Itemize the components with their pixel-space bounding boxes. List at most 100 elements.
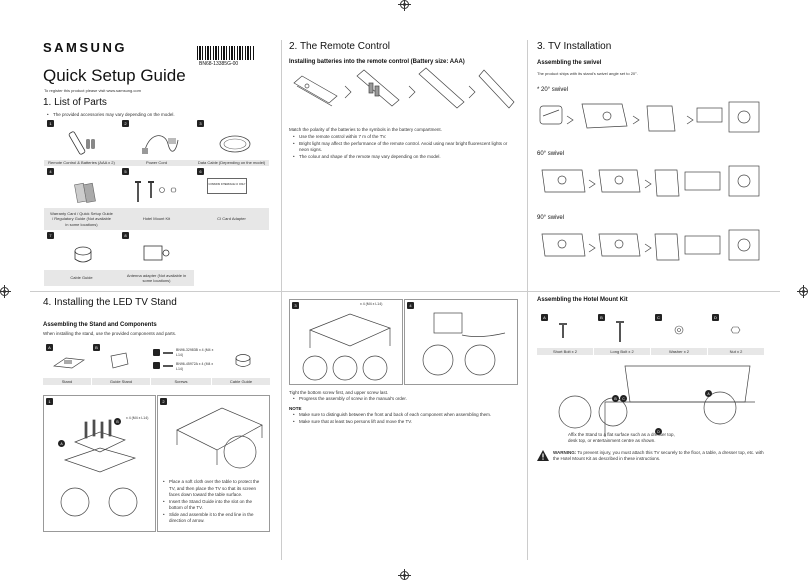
section4-heading: 4. Installing the LED TV Stand — [43, 297, 177, 308]
step1-badge-b: B — [114, 418, 121, 425]
screw-spec-2: BN96-45972A x 4 (M4 x L14) — [176, 362, 214, 371]
part-number-8: 8 — [122, 232, 129, 239]
part-label-8: Antenna adapter (Not available in some l… — [119, 270, 194, 286]
guide-stand-icon — [110, 352, 129, 369]
section2-subheading: Installing batteries into the remote con… — [289, 59, 465, 65]
fold-line-vertical-1 — [281, 40, 282, 560]
part-number-3: 3 — [197, 120, 204, 127]
section4-subheading: Assembling the Stand and Components — [43, 322, 157, 328]
hotel-badge-d: D — [655, 428, 662, 435]
warning-icon — [537, 450, 549, 461]
barcode — [197, 46, 255, 60]
part-number-5: 5 — [122, 168, 129, 175]
hotel-kit-letter-c: C — [655, 314, 662, 321]
step3-screw-spec: x 4 (M4 x L14) — [360, 302, 383, 306]
section3-note: The product ships with its stand's swive… — [537, 71, 638, 76]
hotel-badge-c: C — [620, 395, 627, 402]
part-label-4: Warranty Card / Quick Setup Guide / Regu… — [44, 208, 119, 230]
hotel-badge-b: B — [612, 395, 619, 402]
hotel-badge-a: A — [705, 390, 712, 397]
screw-spec-1: BN96-32983B x 4 (M4 x L14) — [176, 348, 214, 357]
hotel-kit-label-short-bolt: Short Bolt x 2 — [537, 348, 593, 355]
hotel-kit-heading: Assembling the Hotel Mount Kit — [537, 297, 628, 303]
step2-bullets: Place a soft cloth over the table to pro… — [163, 479, 267, 525]
part-number-1: 1 — [47, 120, 54, 127]
hotel-kit-letter-d: D — [712, 314, 719, 321]
part-number-2: 2 — [122, 120, 129, 127]
data-cable-icon — [219, 135, 251, 153]
step3-number: 3 — [292, 302, 299, 309]
warning-text: WARNING: To prevent injury, you must att… — [553, 450, 764, 462]
component-label-guide-stand: Guide Stand — [92, 378, 150, 385]
step4-number: 4 — [407, 302, 414, 309]
note-label: NOTE — [289, 406, 302, 411]
hotel-kit-parts-icons — [559, 321, 741, 342]
step1-number: 1 — [46, 398, 53, 405]
registration-mark-top — [398, 0, 411, 11]
screw-tag-2 — [153, 362, 160, 369]
step3-text: Tight the bottom screw first, and upper … — [289, 390, 389, 395]
part-label-1: Remote Control & Batteries (AAA x 2) — [44, 160, 119, 166]
hotel-mount-illustration — [558, 365, 755, 437]
page-title: Quick Setup Guide — [43, 66, 186, 85]
screw-tag-1 — [153, 349, 160, 356]
part-label-7: Cable Guide — [44, 270, 119, 286]
section2-heading: 2. The Remote Control — [289, 41, 390, 52]
battery-install-illustration — [293, 67, 515, 109]
register-note: To register this product please visit ww… — [44, 88, 141, 93]
section4-intro: When installing the stand, use the provi… — [43, 331, 177, 336]
registration-mark-right — [797, 285, 808, 298]
component-label-screws: Screws — [151, 378, 211, 385]
component-letter-a: A — [46, 344, 53, 351]
hotel-mount-screw-icon — [135, 181, 177, 202]
section3-subheading: Assembling the swivel — [537, 60, 602, 66]
remote-control-icon — [68, 131, 95, 155]
step1-illustration — [60, 419, 138, 517]
swivel-90-label: 90° swivel — [537, 215, 565, 221]
section2-bullets: Use the remote control within 7 m of the… — [293, 134, 515, 160]
part-number-4: 4 — [47, 168, 54, 175]
documents-icon — [74, 182, 96, 203]
cable-guide-icon — [74, 246, 92, 263]
swivel-60-label: 60° swivel — [537, 151, 565, 157]
model-code: BN68-13385G-00 — [199, 61, 239, 67]
swivel-90-illustration — [541, 229, 760, 261]
registration-mark-left — [0, 285, 11, 298]
part-label-6: CI Card Adapter — [194, 208, 269, 230]
part-number-7: 7 — [47, 232, 54, 239]
step1-panel — [43, 395, 156, 532]
section3-heading: 3. TV Installation — [537, 41, 612, 52]
cable-guide-component-icon — [235, 354, 251, 367]
hotel-kit-label-long-bolt: Long Bolt x 2 — [594, 348, 650, 355]
swivel-60-illustration — [541, 165, 760, 197]
step1-badge-a: A — [58, 440, 65, 447]
part-label-3: Data Cable (Depending on the model) — [194, 160, 269, 166]
step2-illustration — [176, 407, 263, 469]
antenna-adapter-icon — [143, 245, 170, 261]
section1-heading: 1. List of Parts — [43, 97, 107, 108]
part-number-6: 6 — [197, 168, 204, 175]
step3-illustration — [302, 313, 391, 381]
section1-note: The provided accessories may vary depend… — [47, 112, 267, 119]
step3-bullet: Progress the assembly of screw in the ma… — [293, 396, 513, 403]
step2-panel — [157, 395, 270, 532]
part-label-2: Power Cord — [119, 160, 194, 166]
component-letter-b: B — [93, 344, 100, 351]
stand-icon — [53, 357, 85, 369]
step3-panel — [289, 299, 403, 385]
ci-card-adapter-icon: COMMON INTERFACE CI ONLY — [207, 178, 247, 194]
power-cord-icon — [142, 135, 179, 154]
section2-intro: Match the polarity of the batteries to t… — [289, 127, 442, 132]
hotel-kit-letter-a: A — [541, 314, 548, 321]
hotel-kit-label-washer: Washer x 2 — [651, 348, 707, 355]
registration-mark-bottom — [398, 569, 411, 580]
hotel-kit-label-nut: Nut x 2 — [708, 348, 764, 355]
step1-screw-spec: x 4 (M4 x L14) — [126, 416, 149, 420]
note-bullets: Make sure to distinguish between the fro… — [293, 412, 518, 425]
hotel-kit-letter-b: B — [598, 314, 605, 321]
step2-number: 2 — [160, 398, 167, 405]
swivel-20-illustration — [539, 101, 760, 133]
hotel-affix-note: Affix the Stand to a flat surface such a… — [568, 432, 675, 444]
samsung-logo: SAMSUNG — [43, 40, 127, 55]
step4-panel — [404, 299, 518, 385]
